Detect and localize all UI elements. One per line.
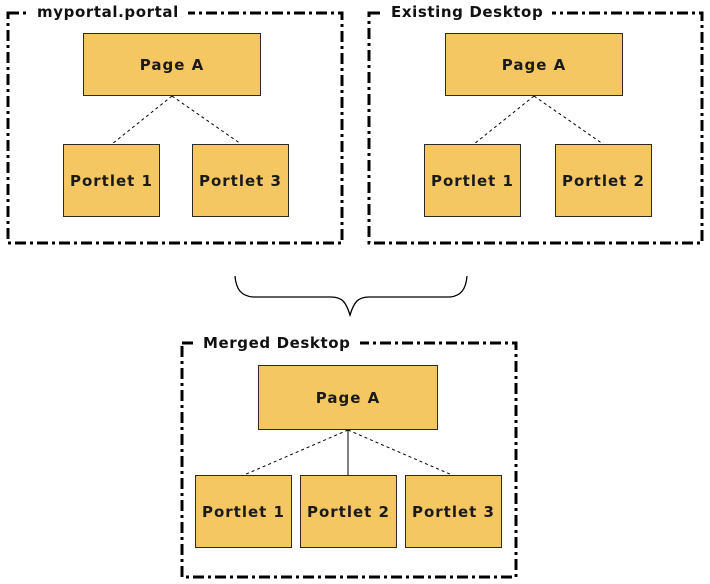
merged-portlet-3-box: Portlet 3 — [405, 475, 502, 548]
merged-page-a-box: Page A — [258, 365, 438, 430]
connector-myportal-portlet1 — [111, 95, 173, 145]
connector-existing-portlet1 — [473, 95, 535, 145]
panel-title-existing-desktop: Existing Desktop — [382, 3, 553, 22]
existing-portlet-1-box: Portlet 1 — [424, 144, 521, 217]
connector-myportal-portlet3 — [171, 95, 242, 145]
myportal-portlet-3-box: Portlet 3 — [192, 144, 289, 217]
merged-portlet-1-box: Portlet 1 — [195, 475, 292, 548]
existing-page-a-box: Page A — [445, 33, 623, 96]
myportal-portlet-1-box: Portlet 1 — [63, 144, 160, 217]
merged-portlet-2-box: Portlet 2 — [300, 475, 397, 548]
myportal-page-a-box: Page A — [83, 33, 261, 96]
connector-merged-portlet3 — [347, 429, 453, 476]
connector-merged-portlet1 — [243, 429, 349, 476]
panel-border-myportal — [6, 11, 344, 245]
existing-portlet-2-box: Portlet 2 — [555, 144, 652, 217]
panel-title-myportal: myportal.portal — [28, 3, 188, 22]
merge-brace — [234, 275, 468, 318]
connector-existing-portlet2 — [533, 95, 604, 145]
panel-title-merged-desktop: Merged Desktop — [194, 334, 360, 353]
panel-border-merged-desktop — [180, 341, 518, 579]
panel-border-existing-desktop — [367, 11, 704, 245]
